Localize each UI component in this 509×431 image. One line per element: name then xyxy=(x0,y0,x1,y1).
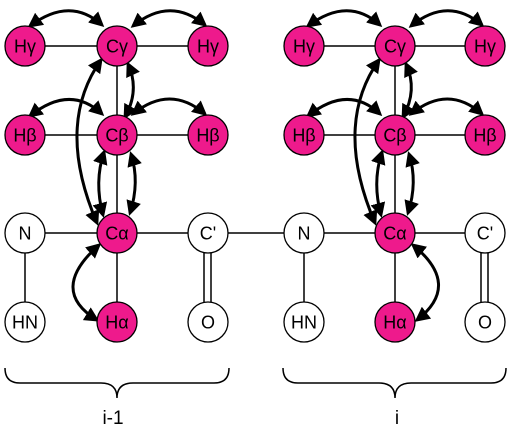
atom-o: O xyxy=(464,301,506,343)
residue-brace xyxy=(282,367,507,399)
atom-label: Hβ xyxy=(196,126,219,146)
atom-hb-left: Hβ xyxy=(4,114,46,156)
atom-label: Hγ xyxy=(14,37,36,57)
arrow-ca-cg-long xyxy=(75,57,103,226)
atom-label: Cβ xyxy=(383,126,406,146)
arrow-ca-cg-long xyxy=(353,57,381,226)
atom-hb-right: Hβ xyxy=(187,114,229,156)
arrow-ca-ha xyxy=(71,243,102,322)
arrow-cb-hb-right xyxy=(130,97,208,116)
atom-hg-left: Hγ xyxy=(283,25,325,67)
atom-c-prime: C' xyxy=(464,212,506,254)
arrow-cb-hb-right xyxy=(408,97,485,116)
atom-hb-left: Hβ xyxy=(283,114,325,156)
arrow-hb-cb-left xyxy=(305,98,383,118)
coupling-arrows xyxy=(27,9,208,322)
atom-cg: Cγ xyxy=(374,25,416,67)
arrow-cg-hg-right xyxy=(408,9,485,28)
arrow-ca-cb xyxy=(370,149,386,218)
atom-label: Hα xyxy=(383,313,406,333)
atom-hg-right: Hγ xyxy=(187,25,229,67)
arrow-hb-cb-left xyxy=(27,98,105,118)
atom-label: Cα xyxy=(383,224,406,244)
residue-i-minus-1: Hγ Cγ Hγ Hβ Cβ Hβ N Cα C' HN Hα O i-1 xyxy=(4,9,230,429)
atoms: Hγ Cγ Hγ Hβ Cβ Hβ N Cα C' HN Hα O xyxy=(283,25,506,343)
atom-label: Cγ xyxy=(384,37,406,57)
atom-c-prime: C' xyxy=(187,212,229,254)
atom-label: C' xyxy=(200,224,216,244)
atom-ca: Cα xyxy=(374,212,416,254)
arrow-cb-cg-right xyxy=(123,61,140,120)
arrow-cb-cg-right xyxy=(401,61,418,120)
atom-label: Hβ xyxy=(292,126,315,146)
atom-n: N xyxy=(4,212,46,254)
residue-label: i-1 xyxy=(102,408,123,429)
atom-cb: Cβ xyxy=(96,114,138,156)
atom-label: Cγ xyxy=(106,37,128,57)
atom-label: Hβ xyxy=(473,126,496,146)
atom-label: HN xyxy=(291,313,317,333)
atom-label: Cα xyxy=(105,224,128,244)
bonds xyxy=(303,45,489,322)
arrow-hg-cg-left xyxy=(305,9,383,28)
atom-hb-right: Hβ xyxy=(464,114,506,156)
atom-label: N xyxy=(19,224,32,244)
arrow-ca-cb-right xyxy=(404,151,420,216)
atom-label: O xyxy=(201,313,215,333)
atom-label: C' xyxy=(477,224,493,244)
atom-label: Hβ xyxy=(13,126,36,146)
atom-hg-left: Hγ xyxy=(4,25,46,67)
arrow-cg-hg-right xyxy=(130,9,208,28)
atom-hn: HN xyxy=(4,301,46,343)
atoms: Hγ Cγ Hγ Hβ Cβ Hβ N Cα C' HN Hα O xyxy=(4,25,229,343)
atom-label: Cβ xyxy=(105,126,128,146)
atom-cg: Cγ xyxy=(96,25,138,67)
atom-label: Hγ xyxy=(474,37,496,57)
coupling-arrows xyxy=(305,9,485,322)
atom-hg-right: Hγ xyxy=(464,25,506,67)
atom-hn: HN xyxy=(283,301,325,343)
arrow-hg-cg-left xyxy=(27,9,105,28)
atom-label: HN xyxy=(12,313,38,333)
atom-o: O xyxy=(187,301,229,343)
arrow-ca-ha xyxy=(410,243,440,322)
residue-brace xyxy=(4,367,230,399)
bonds xyxy=(24,45,212,322)
atom-label: N xyxy=(298,224,311,244)
atom-n: N xyxy=(283,212,325,254)
atom-ha: Hα xyxy=(374,301,416,343)
residue-i: Hγ Cγ Hγ Hβ Cβ Hβ N Cα C' HN Hα O i xyxy=(282,9,507,429)
arrow-ca-cb-right xyxy=(126,151,142,216)
atom-cb: Cβ xyxy=(374,114,416,156)
atom-label: Hγ xyxy=(197,37,219,57)
atom-label: O xyxy=(478,313,492,333)
atom-label: Hγ xyxy=(293,37,315,57)
atom-ha: Hα xyxy=(96,301,138,343)
atom-label: Hα xyxy=(105,313,128,333)
atom-ca: Cα xyxy=(96,212,138,254)
residue-label: i xyxy=(395,408,399,429)
arrow-ca-cb xyxy=(92,149,108,218)
